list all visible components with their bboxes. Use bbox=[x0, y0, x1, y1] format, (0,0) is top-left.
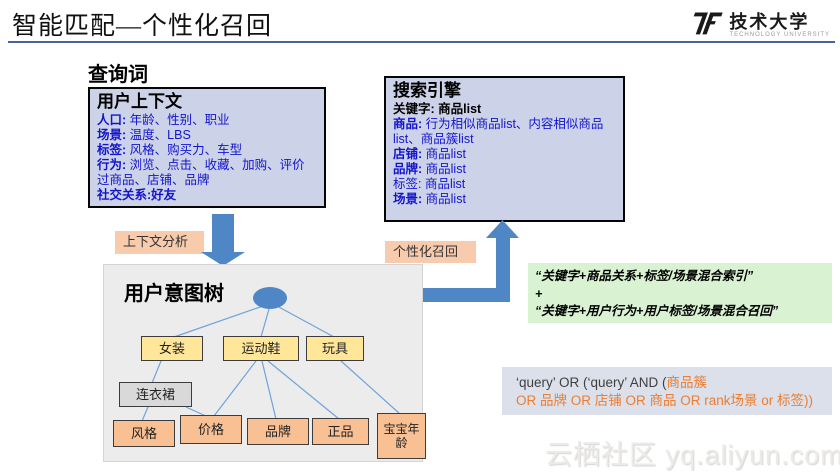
formula-line-3: “关键字+用户行为+用户标签/场景混合召回” bbox=[535, 304, 779, 318]
context-line-social: 社交关系:好友 bbox=[97, 187, 177, 202]
search-engine-box: 搜索引擎 关键字: 商品list 商品: 行为相似商品list、内容相似商品li… bbox=[384, 76, 625, 222]
context-line-population: 人口: 年龄、性别、职业 bbox=[97, 112, 230, 127]
tree-node-sport-shoes: 运动鞋 bbox=[223, 336, 299, 361]
user-context-title: 用户上下文 bbox=[97, 92, 182, 111]
tree-node-toys: 玩具 bbox=[306, 336, 364, 361]
user-intent-tree-panel: 用户意图树 女装 运动鞋 玩具 连衣裙 风格 价格 品牌 正品 宝宝年龄 bbox=[103, 264, 426, 462]
university-logo-icon bbox=[687, 8, 725, 43]
tree-node-dress: 连衣裙 bbox=[119, 382, 192, 407]
tree-node-style: 风格 bbox=[113, 420, 175, 447]
title-underline bbox=[8, 41, 835, 43]
search-line-tag: 标签: 商品list bbox=[393, 176, 466, 191]
query-expression-orange-1: 商品簇 bbox=[666, 375, 708, 390]
query-word-heading: 查询词 bbox=[88, 64, 148, 86]
page-title: 智能匹配—个性化召回 bbox=[12, 13, 273, 40]
context-line-behavior: 行为: 浏览、点击、收藏、加购、评价过商品、店铺、品牌 bbox=[97, 157, 305, 187]
user-context-box: 用户上下文 人口: 年龄、性别、职业 场景: 温度、LBS 标签: 风格、购买力… bbox=[88, 87, 326, 208]
context-line-tags: 标签: 风格、购买力、车型 bbox=[97, 142, 243, 157]
search-line-keyword: 关键字: 商品list bbox=[393, 101, 482, 116]
context-line-scene: 场景: 温度、LBS bbox=[97, 127, 191, 142]
search-line-item: 商品: 行为相似商品list、内容相似商品list、商品簇list bbox=[393, 116, 604, 146]
intent-tree-title: 用户意图树 bbox=[124, 283, 224, 305]
search-line-shop: 店铺: 商品list bbox=[393, 146, 466, 161]
tree-root-node bbox=[253, 287, 287, 309]
tree-node-brand: 品牌 bbox=[247, 418, 309, 445]
logo-en-text: TECHNOLOGY UNIVERSITY bbox=[729, 31, 830, 38]
query-expression-orange-2: OR 品牌 OR 店铺 OR 商品 OR rank场景 or 标签)) bbox=[516, 393, 814, 408]
watermark: 云栖社区 yq.aliyun.com bbox=[545, 440, 840, 470]
tree-node-price: 价格 bbox=[180, 415, 242, 444]
query-expression-note: ‘query’ OR (‘query’ AND (商品簇 OR 品牌 OR 店铺… bbox=[502, 367, 832, 415]
university-logo: 技术大学 TECHNOLOGY UNIVERSITY bbox=[687, 8, 830, 43]
personalized-recall-label: 个性化召回 bbox=[385, 241, 476, 263]
down-arrow-icon bbox=[201, 214, 245, 266]
query-expression-black: ‘query’ OR (‘query’ AND ( bbox=[516, 375, 667, 390]
formula-line-2: + bbox=[535, 286, 543, 301]
formula-line-1: “关键字+商品关系+标签/场景混合索引” bbox=[535, 269, 754, 283]
tree-node-women-clothing: 女装 bbox=[141, 336, 203, 361]
search-line-brand: 品牌: 商品list bbox=[393, 161, 466, 176]
recall-formula-note: “关键字+商品关系+标签/场景混合索引” + “关键字+用户行为+用户标签/场景… bbox=[528, 263, 832, 323]
search-line-scene: 场景: 商品list bbox=[393, 191, 466, 206]
context-analysis-label: 上下文分析 bbox=[115, 231, 204, 254]
search-engine-title: 搜索引擎 bbox=[393, 81, 461, 100]
logo-cn-text: 技术大学 bbox=[729, 11, 810, 32]
tree-node-genuine: 正品 bbox=[312, 418, 369, 445]
tree-node-baby-age: 宝宝年龄 bbox=[377, 413, 426, 459]
tree-edges bbox=[141, 287, 401, 422]
